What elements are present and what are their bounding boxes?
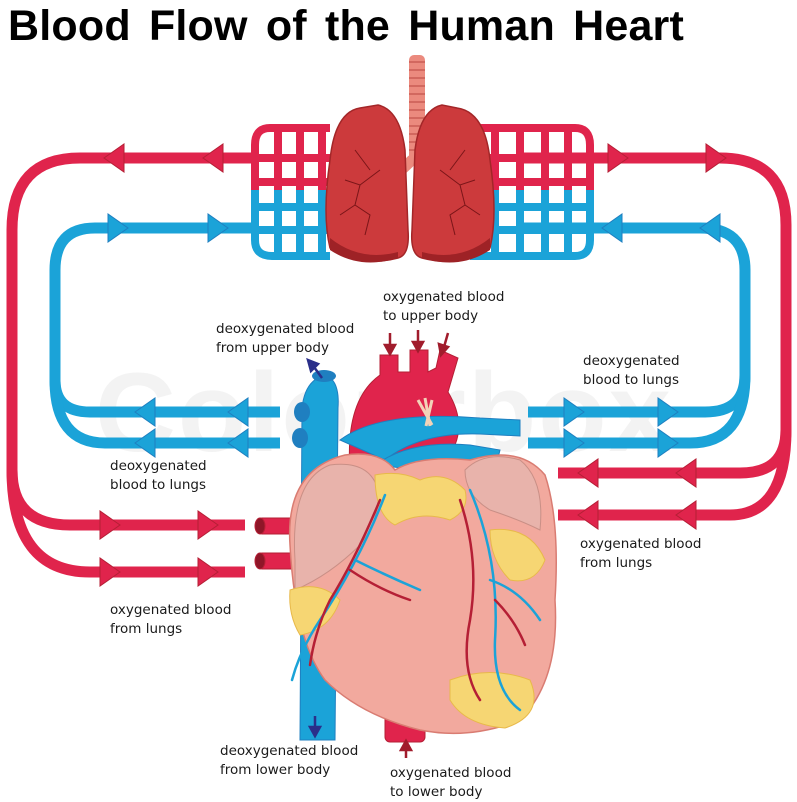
arrow-left-icon — [134, 397, 156, 427]
deoxygenated-pipe-right — [520, 222, 751, 449]
arrow-left-icon — [577, 500, 599, 530]
arrow-right-icon — [107, 213, 129, 243]
arrow-right-icon — [197, 557, 219, 587]
arrow-right-icon — [563, 428, 585, 458]
capillary-bed-right — [470, 124, 594, 260]
arrow-right-icon — [657, 428, 679, 458]
arrow-down-icon — [437, 342, 451, 358]
label-oxygenated-from-lungs-right: oxygenated blood from lungs — [580, 536, 702, 571]
arrow-up-left-icon — [306, 357, 321, 374]
label-oxygenated-to-lower-body: oxygenated blood to lower body — [390, 765, 512, 800]
left-atrium — [464, 456, 542, 531]
label-deoxygenated-to-lungs-left: deoxygenated blood to lungs — [110, 458, 207, 493]
arrow-left-icon — [577, 458, 599, 488]
arrow-left-icon — [601, 213, 623, 243]
diagram-title: Blood Flow of the Human Heart — [8, 2, 685, 50]
arrow-left-icon — [699, 213, 721, 243]
fat-deposits — [289, 472, 546, 729]
arrow-up-icon — [398, 738, 414, 752]
oxygenated-pipe-left — [6, 152, 255, 578]
arrow-left-icon — [227, 397, 249, 427]
label-oxygenated-to-upper-body: oxygenated blood to upper body — [383, 289, 505, 324]
flow-arrows — [99, 143, 727, 587]
label-deoxygenated-to-lungs-right: deoxygenated blood to lungs — [583, 353, 680, 388]
deoxygenated-pipe-left — [49, 222, 280, 449]
arrow-right-icon — [657, 397, 679, 427]
arrow-left-icon — [227, 428, 249, 458]
arrow-down-icon — [410, 340, 426, 354]
arrow-right-icon — [197, 510, 219, 540]
arrow-left-icon — [202, 143, 224, 173]
oxygenated-pipe-right — [520, 152, 792, 521]
arrow-left-icon — [134, 428, 156, 458]
arrow-right-icon — [705, 143, 727, 173]
coronary-vessels — [290, 488, 542, 712]
arrow-right-icon — [207, 213, 229, 243]
lung-right — [410, 104, 495, 263]
arrow-right-icon — [99, 557, 121, 587]
arrow-down-icon — [382, 343, 398, 357]
lung-left — [325, 104, 410, 263]
arrow-right-icon — [563, 397, 585, 427]
label-deoxygenated-from-upper-body: deoxygenated blood from upper body — [216, 321, 355, 356]
label-deoxygenated-from-lower-body: deoxygenated blood from lower body — [220, 743, 359, 778]
arrow-left-icon — [103, 143, 125, 173]
heart — [254, 349, 557, 743]
label-arrows — [306, 330, 451, 758]
arrow-left-icon — [675, 500, 697, 530]
capillary-bed-left — [251, 124, 330, 260]
arrow-right-icon — [607, 143, 629, 173]
arrow-left-icon — [675, 458, 697, 488]
label-oxygenated-from-lungs-left: oxygenated blood from lungs — [110, 602, 232, 637]
arrow-down-icon — [307, 725, 323, 739]
arrow-right-icon — [99, 510, 121, 540]
